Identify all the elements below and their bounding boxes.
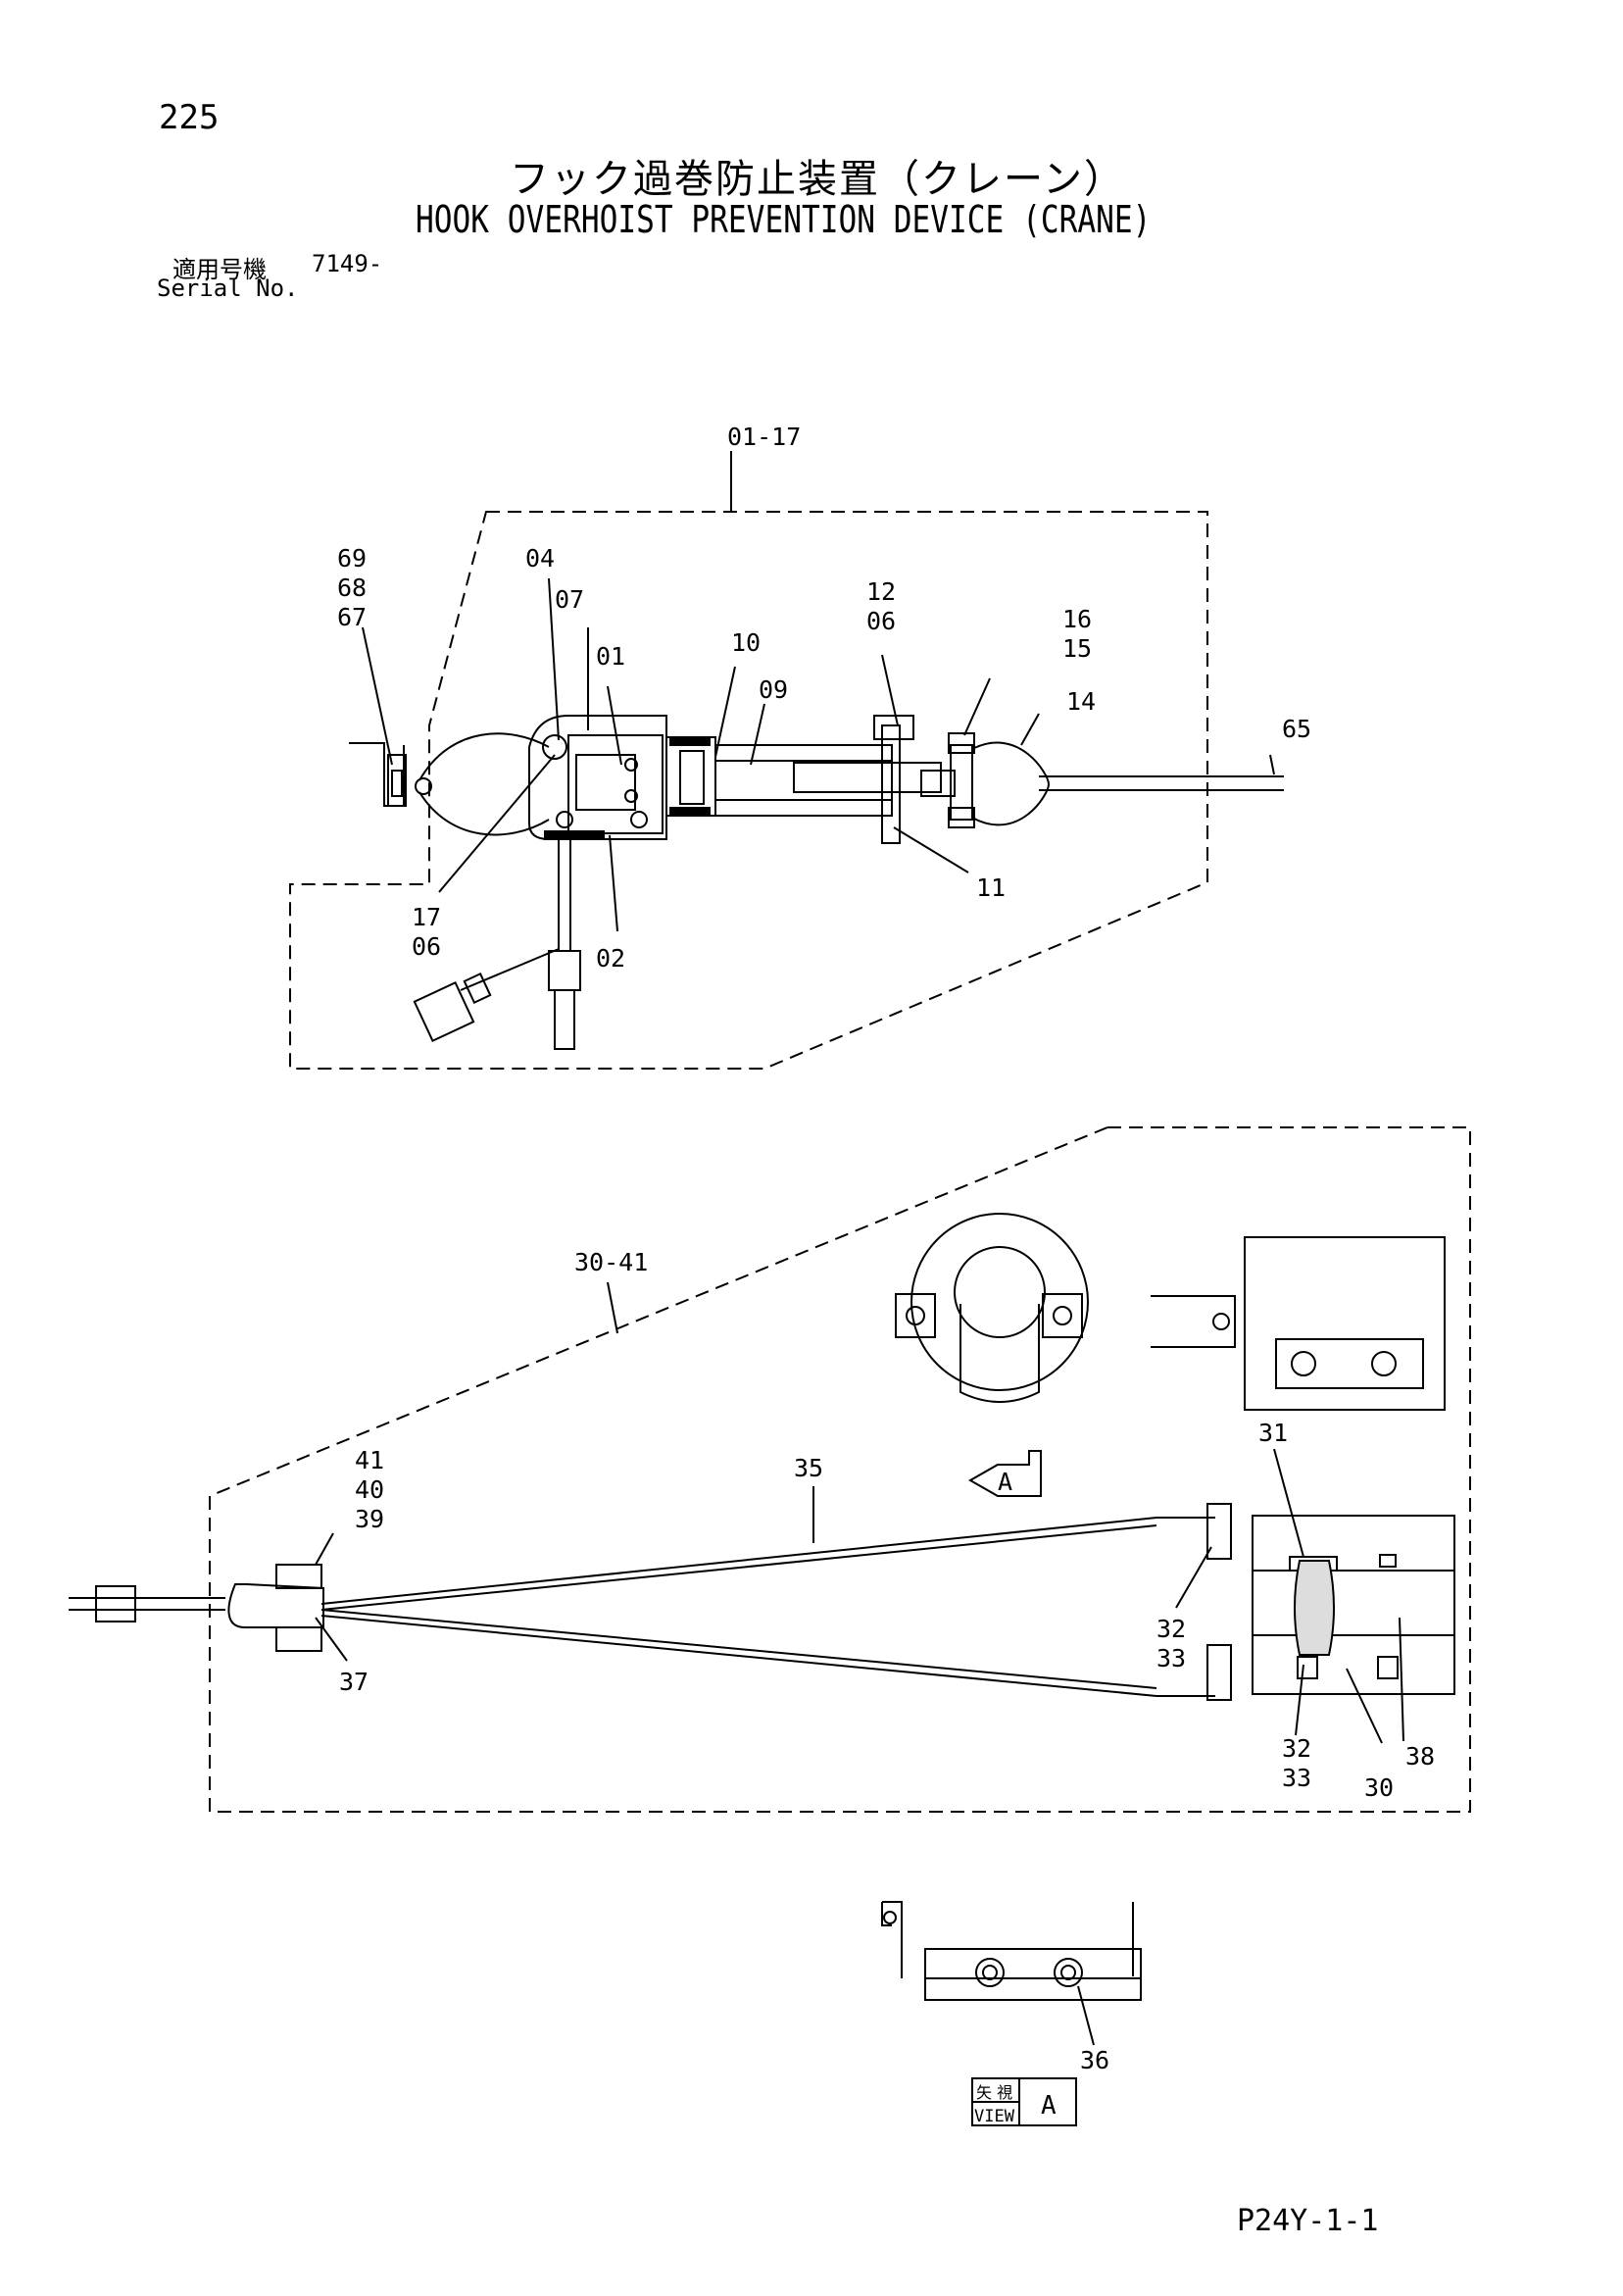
group-boundary-top: [289, 511, 1208, 1070]
callout-01: 01: [596, 642, 625, 671]
callout-32-lower: 32: [1282, 1734, 1311, 1763]
serial-label-japanese: 適用号機: [172, 256, 267, 283]
page-code: P24Y-1-1: [1237, 2204, 1379, 2238]
callout-16: 16: [1062, 605, 1092, 633]
callout-33: 33: [1156, 1644, 1186, 1672]
callout-69: 69: [337, 544, 367, 573]
callout-40: 40: [355, 1475, 384, 1504]
callout-15: 15: [1062, 634, 1092, 663]
callout-31: 31: [1258, 1419, 1288, 1447]
callout-04: 04: [525, 544, 555, 573]
callout-06: 06: [866, 607, 896, 635]
callout-07: 07: [555, 585, 584, 614]
callout-12: 12: [866, 577, 896, 606]
group-label-01-17: 01-17: [727, 423, 801, 451]
callout-67: 67: [337, 603, 367, 631]
callout-38: 38: [1405, 1742, 1435, 1771]
page-title-english: HOOK OVERHOIST PREVENTION DEVICE (CRANE): [416, 198, 1152, 241]
callout-65: 65: [1282, 715, 1311, 743]
serial-number-value: 7149-: [312, 250, 383, 277]
group-label-30-41: 30-41: [574, 1248, 648, 1276]
mounting-bracket: [349, 742, 405, 807]
view-box-letter: A: [1041, 2091, 1057, 2121]
callout-33-lower: 33: [1282, 1764, 1311, 1792]
callout-17: 17: [412, 903, 441, 931]
serial-label-english: Serial No.: [157, 275, 299, 302]
callout-37: 37: [339, 1668, 369, 1696]
callout-30: 30: [1364, 1773, 1394, 1802]
callout-02: 02: [596, 944, 625, 973]
callout-39: 39: [355, 1505, 384, 1533]
view-box-japanese: 矢 視: [976, 2083, 1012, 2102]
callout-32: 32: [1156, 1615, 1186, 1643]
sensor-housing: [528, 715, 667, 840]
callout-41: 41: [355, 1446, 384, 1474]
page-title-japanese: フック過巻防止装置（クレーン）: [510, 157, 1125, 202]
view-a-arrow-label: A: [998, 1468, 1012, 1496]
callout-06-lower: 06: [412, 932, 441, 961]
page-number: 225: [159, 98, 220, 137]
view-box-english: VIEW: [974, 2107, 1015, 2126]
callout-10: 10: [731, 628, 761, 657]
callout-35: 35: [794, 1454, 823, 1482]
callout-09: 09: [759, 675, 788, 704]
callout-68: 68: [337, 574, 367, 602]
group-boundary-bottom: [209, 1126, 1471, 1813]
callout-14: 14: [1066, 687, 1096, 716]
callout-11: 11: [976, 873, 1006, 902]
callout-36: 36: [1080, 2046, 1109, 2074]
